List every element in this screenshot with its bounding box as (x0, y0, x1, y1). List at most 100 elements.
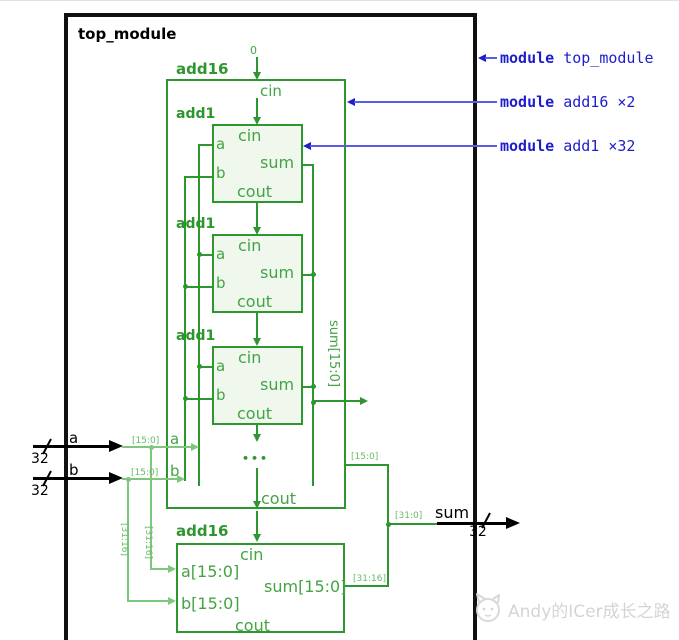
add1-3-cout-port: cout (237, 404, 272, 423)
annotation-target: add16 (563, 93, 609, 111)
input-b-arrowhead-icon (109, 472, 123, 484)
add1-label-1: add1 (176, 106, 216, 122)
add1-label-2: add1 (176, 216, 216, 232)
input-a-width: 32 (31, 451, 49, 467)
cin-chain-arrowhead-3-icon (253, 338, 261, 346)
add16-upper-label: add16 (176, 60, 229, 78)
carry-to-lower-add16-arrowhead-icon (253, 534, 261, 542)
add16-lower-label: add16 (176, 522, 229, 540)
junction-dot (183, 284, 188, 289)
sum-tick-2 (303, 274, 314, 276)
annotation-add1: module add1 ×32 (500, 137, 635, 155)
annotation-target: top_module (563, 49, 654, 67)
junction-dot (311, 272, 316, 277)
annotation-line-add16 (354, 101, 497, 103)
add1-label-3: add1 (176, 328, 216, 344)
cin-chain-wire-4 (256, 425, 258, 435)
sum-output-green-wire (388, 523, 437, 525)
net-a-arrowhead-icon (191, 443, 199, 451)
add1-2-cout-port: cout (237, 292, 272, 311)
sum-tick-3 (303, 386, 314, 388)
annotation-arrowhead-top-module-icon (478, 54, 486, 62)
a-tick-1 (198, 144, 212, 146)
add1-1-cout-port: cout (237, 182, 272, 201)
add1-box-1 (212, 124, 303, 203)
sum-tick-1 (303, 164, 314, 166)
add1-3-a-port: a (216, 357, 226, 375)
net-b-high-arrowhead-icon (168, 597, 176, 605)
annotation-arrowhead-add16-icon (347, 98, 355, 106)
b-tick-1 (184, 176, 212, 178)
input-a-arrowhead-icon (109, 440, 123, 452)
add1-2-a-port: a (216, 245, 226, 263)
net-sum-high-horizontal (345, 585, 389, 587)
annotation-line-add1 (310, 145, 497, 147)
junction-dot (197, 364, 202, 369)
input-a-wire (33, 445, 110, 448)
net-a-high-branch-vertical (150, 447, 152, 570)
a-bus-vertical-wire (198, 145, 200, 486)
net-sum-low-label: [15:0] (351, 452, 379, 462)
add1-3-sum-port: sum (260, 375, 295, 394)
add1-1-b-port: b (216, 164, 226, 182)
cin-const-wire (256, 57, 258, 73)
add1-3-b-port: b (216, 386, 226, 404)
net-b-arrowhead-icon (177, 475, 185, 483)
cin-chain-wire-2 (256, 203, 258, 228)
output-sum-label: sum (435, 503, 470, 522)
add16-upper-a-port: a (170, 430, 180, 448)
sum-exit-wire (312, 400, 361, 402)
annotation-count: ×2 (617, 93, 636, 111)
a-tick-2 (198, 254, 212, 256)
add16-lower-cout-port: cout (235, 616, 270, 635)
junction-dot (126, 477, 131, 482)
sum-output-arrowhead-icon (506, 517, 520, 529)
annotation-keyword: module (500, 137, 555, 155)
add16-lower-a-port: a[15:0] (181, 562, 240, 581)
annotation-top-module: module top_module (500, 49, 654, 67)
add1-2-cin-port: cin (238, 236, 262, 255)
net-a-high-label: [31:16] (143, 526, 153, 559)
net-sum-low-horizontal (346, 464, 389, 466)
add1-2-b-port: b (216, 274, 226, 292)
top-module-box (64, 13, 477, 640)
add16-upper-cout-wire (256, 468, 258, 502)
net-b-wire (122, 478, 178, 480)
cin-chain-arrowhead-2-icon (253, 227, 261, 235)
net-sum-high-label: [31:16] (353, 574, 386, 584)
cin-const-arrowhead-icon (253, 72, 261, 80)
net-sum-low-vertical (387, 464, 389, 525)
add16-lower-sum-port: sum[15:0] (264, 577, 347, 596)
annotation-add16: module add16 ×2 (500, 93, 635, 111)
watermark-text: Andy的ICer成长之路 (508, 602, 671, 622)
junction-dot (311, 384, 316, 389)
junction-dot (183, 396, 188, 401)
net-b-high-branch-vertical (127, 479, 129, 602)
top-module-label: top_module (78, 25, 177, 43)
b-tick-3 (184, 398, 212, 400)
add1-2-sum-port: sum (260, 263, 295, 282)
ellipsis-more-adders: ••• (242, 452, 270, 465)
net-b-slice-label: [15:0] (131, 468, 159, 478)
annotation-arrowhead-add1-icon (303, 142, 311, 150)
b-tick-2 (184, 286, 212, 288)
add16-upper-cout-arrowhead-icon (253, 501, 261, 509)
cin-chain-wire-1 (256, 98, 258, 118)
top-divider-line (0, 0, 679, 1)
annotation-line-top-module (485, 57, 497, 59)
sum-output-wire (437, 522, 507, 525)
add1-3-cin-port: cin (238, 348, 262, 367)
add1-1-sum-port: sum (260, 153, 295, 172)
annotation-count: ×32 (608, 137, 636, 155)
sum-output-width: 32 (469, 524, 487, 540)
add1-box-2 (212, 234, 303, 313)
annotation-keyword: module (500, 49, 555, 67)
annotation-target: add1 (563, 137, 600, 155)
input-b-wire (33, 477, 110, 480)
input-b-width: 32 (31, 483, 49, 499)
add1-box-3 (212, 346, 303, 425)
add16-lower-b-port: b[15:0] (181, 594, 240, 613)
net-sum-high-vertical (387, 526, 389, 587)
net-a-slice-label: [15:0] (132, 436, 160, 446)
